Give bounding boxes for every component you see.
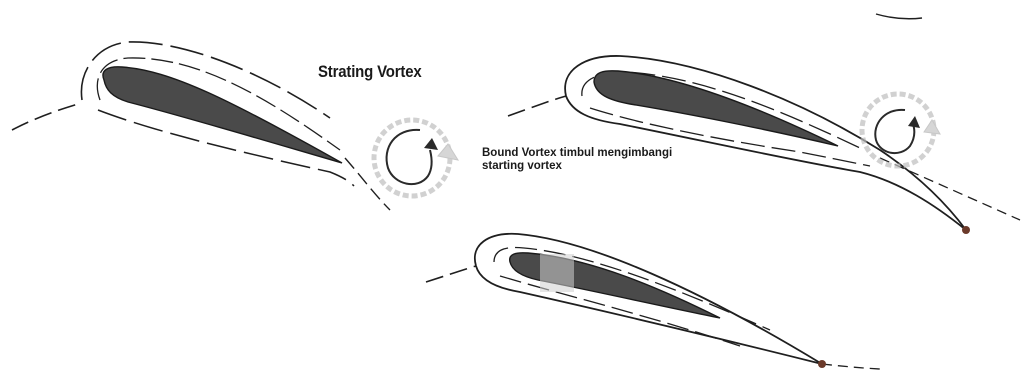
right-incoming-streamline (508, 96, 566, 116)
bound-vortex-caption-line2: starting vortex (482, 160, 672, 173)
starting-vortex-arrowhead (424, 138, 438, 150)
bound-vortex-arrowhead (908, 116, 920, 128)
bound-vortex-curl (875, 110, 914, 153)
top-right-stroke (876, 14, 922, 19)
bottom-outer-envelope-lower (476, 266, 822, 364)
bound-vortex-arrow-ghost (924, 120, 940, 134)
bound-vortex-caption: Bound Vortex timbul mengimbangi starting… (482, 147, 672, 173)
left-airfoil-body (103, 67, 342, 163)
right-airfoil-panel (508, 14, 1020, 234)
bottom-incoming-streamline (426, 266, 476, 282)
starting-vortex-curl (387, 130, 432, 184)
starting-vortex (374, 120, 458, 196)
bound-vortex-caption-line1: Bound Vortex timbul mengimbangi (482, 147, 672, 160)
bound-vortex (862, 94, 940, 166)
right-trailing-edge-dot (962, 226, 970, 234)
starting-vortex-label: Strating Vortex (318, 62, 421, 82)
bottom-trailing-wake (822, 364, 880, 369)
bottom-vortex-highlight (540, 254, 574, 292)
starting-vortex-arrow-ghost (438, 144, 458, 160)
left-incoming-streamline (12, 104, 78, 130)
bottom-trailing-edge-dot (818, 360, 826, 368)
bottom-airfoil-panel (426, 234, 880, 369)
right-airfoil-body (594, 71, 838, 146)
